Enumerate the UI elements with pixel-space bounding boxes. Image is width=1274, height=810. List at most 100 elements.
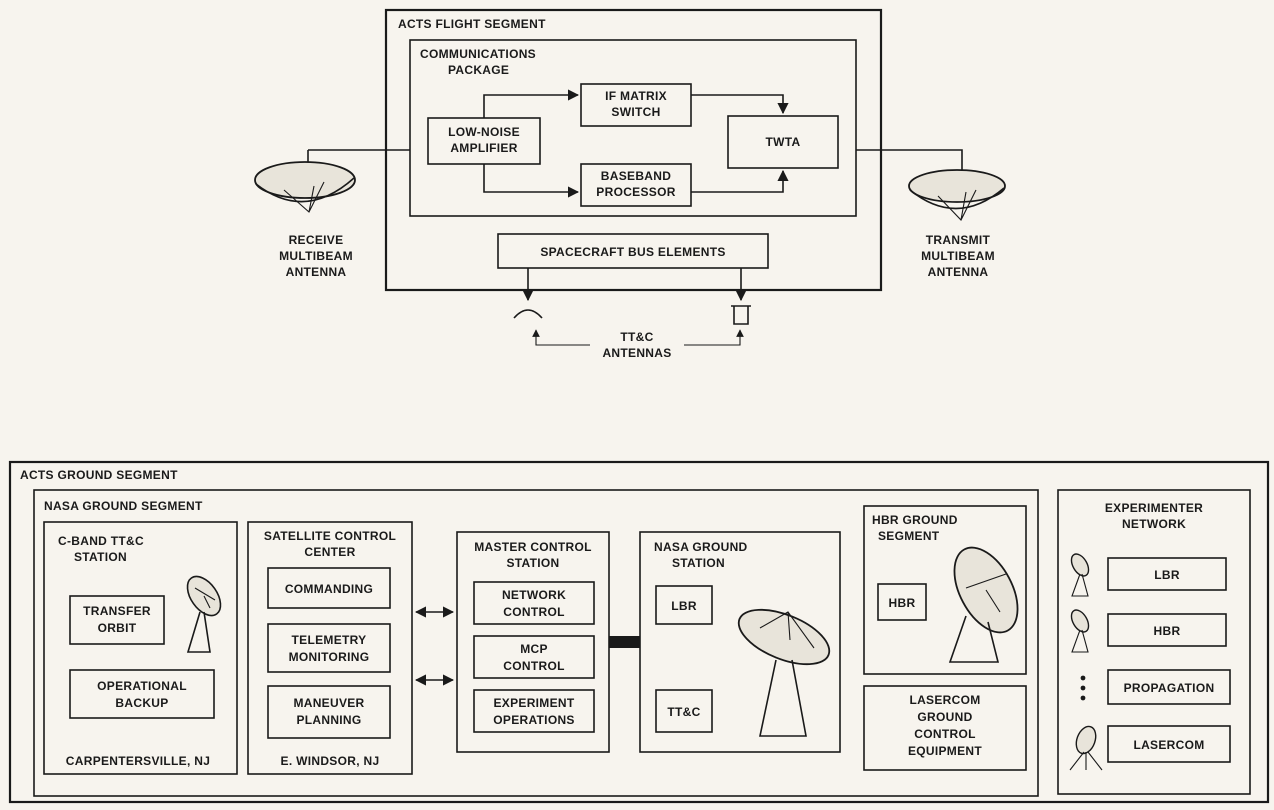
flight-segment: ACTS FLIGHT SEGMENT COMMUNICATIONS PACKA…: [254, 8, 1006, 360]
operational-backup-label-1: OPERATIONAL: [97, 679, 187, 693]
ttc-dish-antenna-icon: [513, 309, 543, 319]
spacecraft-bus-label: SPACECRAFT BUS ELEMENTS: [540, 245, 725, 259]
baseband-to-twta-arrow: [691, 169, 789, 193]
lna-to-if-switch-arrow: [483, 89, 580, 118]
mcs-title-2: STATION: [507, 556, 560, 570]
hbr-box: [877, 583, 927, 621]
if-switch-label-2: SWITCH: [611, 105, 660, 119]
receive-antenna-label-3: ANTENNA: [286, 265, 347, 279]
cband-title-1: C-BAND TT&C: [58, 534, 144, 548]
network-control-box: [473, 581, 595, 625]
hbr-ground-segment-box: [863, 505, 1027, 675]
lna-label-2: AMPLIFIER: [450, 141, 517, 155]
cband-station-box: [43, 521, 238, 775]
nasa-ground-segment-title: NASA GROUND SEGMENT: [44, 499, 203, 513]
comms-package-title-1: COMMUNICATIONS: [420, 47, 536, 61]
lasercom-label-3: CONTROL: [914, 727, 975, 741]
if-switch-to-twta-arrow: [691, 94, 789, 115]
transmit-antenna-label-3: ANTENNA: [928, 265, 989, 279]
experiment-ops-label-2: OPERATIONS: [493, 713, 574, 727]
experimenter-hbr-antenna-icon: [1070, 609, 1090, 653]
ttc-right-bracket: [684, 329, 744, 346]
experiment-ops-label-1: EXPERIMENT: [493, 696, 574, 710]
network-control-label-1: NETWORK: [502, 588, 566, 602]
ttc-antennas-label-1: TT&C: [620, 330, 653, 344]
network-control-label-2: CONTROL: [503, 605, 564, 619]
experimenter-lasercom-box: [1107, 725, 1231, 763]
flight-segment-title: ACTS FLIGHT SEGMENT: [398, 17, 546, 31]
if-matrix-switch-box: [580, 83, 692, 127]
experimenter-hbr-label: HBR: [1154, 624, 1181, 638]
experimenter-lbr-box: [1107, 557, 1227, 591]
ground-segment-box: [8, 460, 1270, 804]
mcs-ngs-link: [609, 636, 640, 648]
transfer-orbit-label-1: TRANSFER: [83, 604, 151, 618]
ngs-title-1: NASA GROUND: [654, 540, 748, 554]
nasa-ground-station-box: [639, 531, 841, 753]
experimenter-hbr-box: [1107, 613, 1227, 647]
maneuver-label-2: PLANNING: [296, 713, 361, 727]
experimenter-propagation-box: [1107, 669, 1231, 705]
ground-segment: ACTS GROUND SEGMENT NASA GROUND SEGMENT …: [8, 460, 1270, 804]
ellipsis-dots-icon: [1080, 675, 1086, 701]
operational-backup-label-2: BACKUP: [115, 696, 168, 710]
cband-dish-antenna-icon: [186, 575, 222, 653]
baseband-processor-box: [580, 163, 692, 207]
ttc-antennas-label-2: ANTENNAS: [602, 346, 671, 360]
cband-title-2: STATION: [74, 550, 127, 564]
telemetry-monitoring-box: [267, 623, 391, 673]
ttc-horn-antenna-icon: [731, 305, 751, 325]
experimenter-network-box: [1057, 489, 1251, 795]
ngs-lbr-box: [655, 585, 713, 625]
telemetry-label-1: TELEMETRY: [292, 633, 367, 647]
experiment-operations-box: [473, 689, 595, 733]
transfer-orbit-box: [69, 595, 165, 645]
lasercom-label-2: GROUND: [917, 710, 972, 724]
lasercom-label-4: EQUIPMENT: [908, 744, 982, 758]
scc-title-1: SATELLITE CONTROL: [264, 529, 396, 543]
ground-segment-title: ACTS GROUND SEGMENT: [20, 468, 178, 482]
experimenter-lasercom-label: LASERCOM: [1133, 738, 1204, 752]
comms-package-title-2: PACKAGE: [448, 63, 509, 77]
communications-package-box: [409, 39, 857, 217]
satellite-control-center-box: [247, 521, 413, 775]
transmit-antenna-icon: [908, 169, 1006, 221]
receive-antenna-label-1: RECEIVE: [289, 233, 344, 247]
nasa-ground-segment-box: [33, 489, 1039, 797]
scc-location: E. WINDSOR, NJ: [281, 754, 380, 768]
mcp-control-label-2: CONTROL: [503, 659, 564, 673]
baseband-label-1: BASEBAND: [601, 169, 671, 183]
spacecraft-bus-box: [497, 233, 769, 269]
experimenter-lasercom-telescope-icon: [1069, 725, 1103, 771]
cband-location: CARPENTERSVILLE, NJ: [66, 754, 210, 768]
ngs-dish-antenna-icon: [737, 608, 831, 737]
receive-antenna-label-2: MULTIBEAM: [279, 249, 353, 263]
lna-label-1: LOW-NOISE: [448, 125, 520, 139]
experimenter-title-1: EXPERIMENTER: [1105, 501, 1203, 515]
receive-antenna-icon: [254, 161, 356, 213]
transfer-orbit-label-2: ORBIT: [98, 621, 137, 635]
experimenter-lbr-antenna-icon: [1070, 553, 1090, 597]
lasercom-label-1: LASERCOM: [909, 693, 980, 707]
ngs-ttc-label: TT&C: [667, 705, 700, 719]
experimenter-title-2: NETWORK: [1122, 517, 1186, 531]
mcp-control-label-1: MCP: [520, 642, 548, 656]
mcs-title-1: MASTER CONTROL: [474, 540, 592, 554]
experimenter-lbr-label: LBR: [1154, 568, 1180, 582]
scc-title-2: CENTER: [304, 545, 355, 559]
ngs-title-2: STATION: [672, 556, 725, 570]
twta-label: TWTA: [766, 135, 801, 149]
hbr-dish-antenna-icon: [948, 546, 1019, 663]
lasercom-ground-control-box: [863, 685, 1027, 771]
hbr-title-1: HBR GROUND: [872, 513, 958, 527]
ttc-left-bracket: [532, 329, 590, 346]
experimenter-propagation-label: PROPAGATION: [1124, 681, 1215, 695]
maneuver-planning-box: [267, 685, 391, 739]
hbr-label: HBR: [889, 596, 916, 610]
telemetry-label-2: MONITORING: [289, 650, 370, 664]
twta-box: [727, 115, 839, 169]
commanding-box: [267, 567, 391, 609]
baseband-label-2: PROCESSOR: [596, 185, 675, 199]
transmit-feed-line: [856, 149, 963, 170]
